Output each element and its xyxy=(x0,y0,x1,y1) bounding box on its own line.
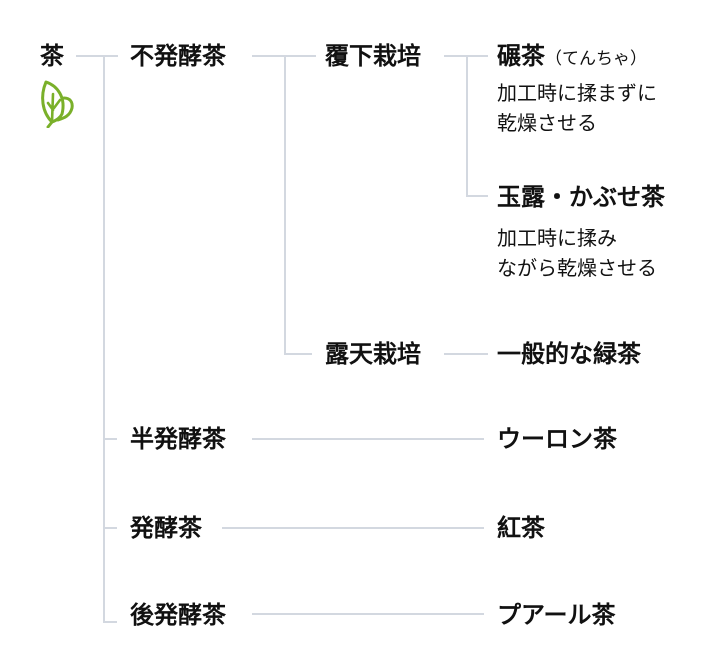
connector xyxy=(103,438,117,440)
leaf-tencha: 碾茶（てんちゃ） xyxy=(497,41,647,74)
connector xyxy=(284,55,286,355)
leaf-tencha-reading: （てんちゃ） xyxy=(545,49,647,69)
node-post-fermented: 後発酵茶 xyxy=(130,601,226,629)
leaf-gyokuro: 玉露・かぶせ茶 xyxy=(497,183,665,211)
node-unfermented: 不発酵茶 xyxy=(130,42,226,70)
node-fermented: 発酵茶 xyxy=(130,514,202,542)
leaf-black-tea: 紅茶 xyxy=(497,514,545,542)
connector xyxy=(284,353,312,355)
connector xyxy=(222,527,484,529)
connector xyxy=(466,195,488,197)
connector xyxy=(444,353,488,355)
connector xyxy=(252,613,484,615)
leaf-tencha-desc-1: 加工時に揉まずに xyxy=(497,81,657,105)
connector xyxy=(103,527,117,529)
leaf-icon xyxy=(41,80,74,128)
node-open-cultivation: 露天栽培 xyxy=(325,340,421,368)
leaf-gyokuro-desc-1: 加工時に揉み xyxy=(497,226,617,250)
leaf-gyokuro-desc-2: ながら乾燥させる xyxy=(497,256,657,280)
connector xyxy=(252,438,484,440)
node-semi-fermented: 半発酵茶 xyxy=(130,425,226,453)
connector xyxy=(466,55,468,197)
connector xyxy=(103,55,105,623)
root-node: 茶 xyxy=(40,42,64,70)
leaf-oolong: ウーロン茶 xyxy=(497,425,617,453)
leaf-pu-erh: プアール茶 xyxy=(497,601,616,629)
connector xyxy=(76,55,118,57)
node-shaded-cultivation: 覆下栽培 xyxy=(325,42,421,70)
leaf-tencha-label: 碾茶 xyxy=(497,42,545,70)
leaf-tencha-desc-2: 乾燥させる xyxy=(497,111,597,135)
leaf-general-green-tea: 一般的な緑茶 xyxy=(497,340,641,368)
connector xyxy=(103,621,117,623)
